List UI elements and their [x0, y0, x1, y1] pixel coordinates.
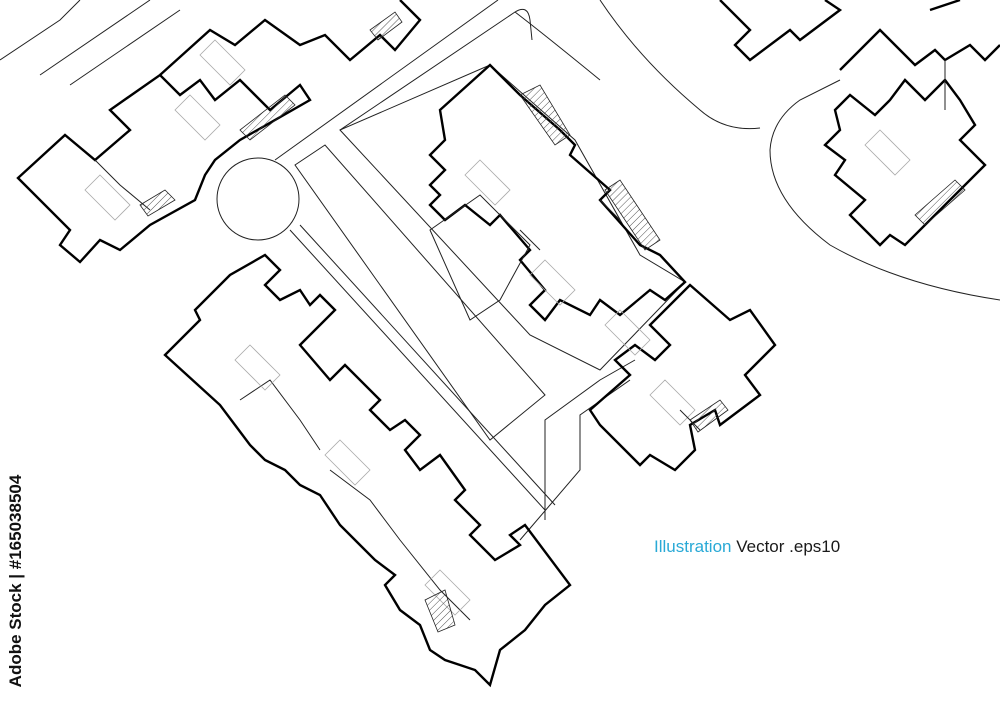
caption-rest: Vector .eps10 [736, 537, 841, 556]
road-outlines [0, 0, 1000, 541]
roundabout [216, 157, 300, 241]
caption-accent-word: Illustration [654, 537, 732, 556]
stock-id-watermark: Adobe Stock | #165038504 [6, 466, 26, 696]
building-cluster-center [428, 63, 687, 322]
building-cluster-right [588, 283, 777, 472]
plot-boundaries [519, 199, 701, 431]
caption-text: Illustration Vector .eps10 [654, 537, 840, 557]
building-cluster-lower-left [163, 253, 572, 688]
stock-id-text: Adobe Stock | #165038504 [6, 474, 25, 688]
building-cluster-top-left [16, 0, 422, 264]
building-cluster-top-right [719, 0, 1000, 247]
plot-outline-long [294, 144, 546, 441]
